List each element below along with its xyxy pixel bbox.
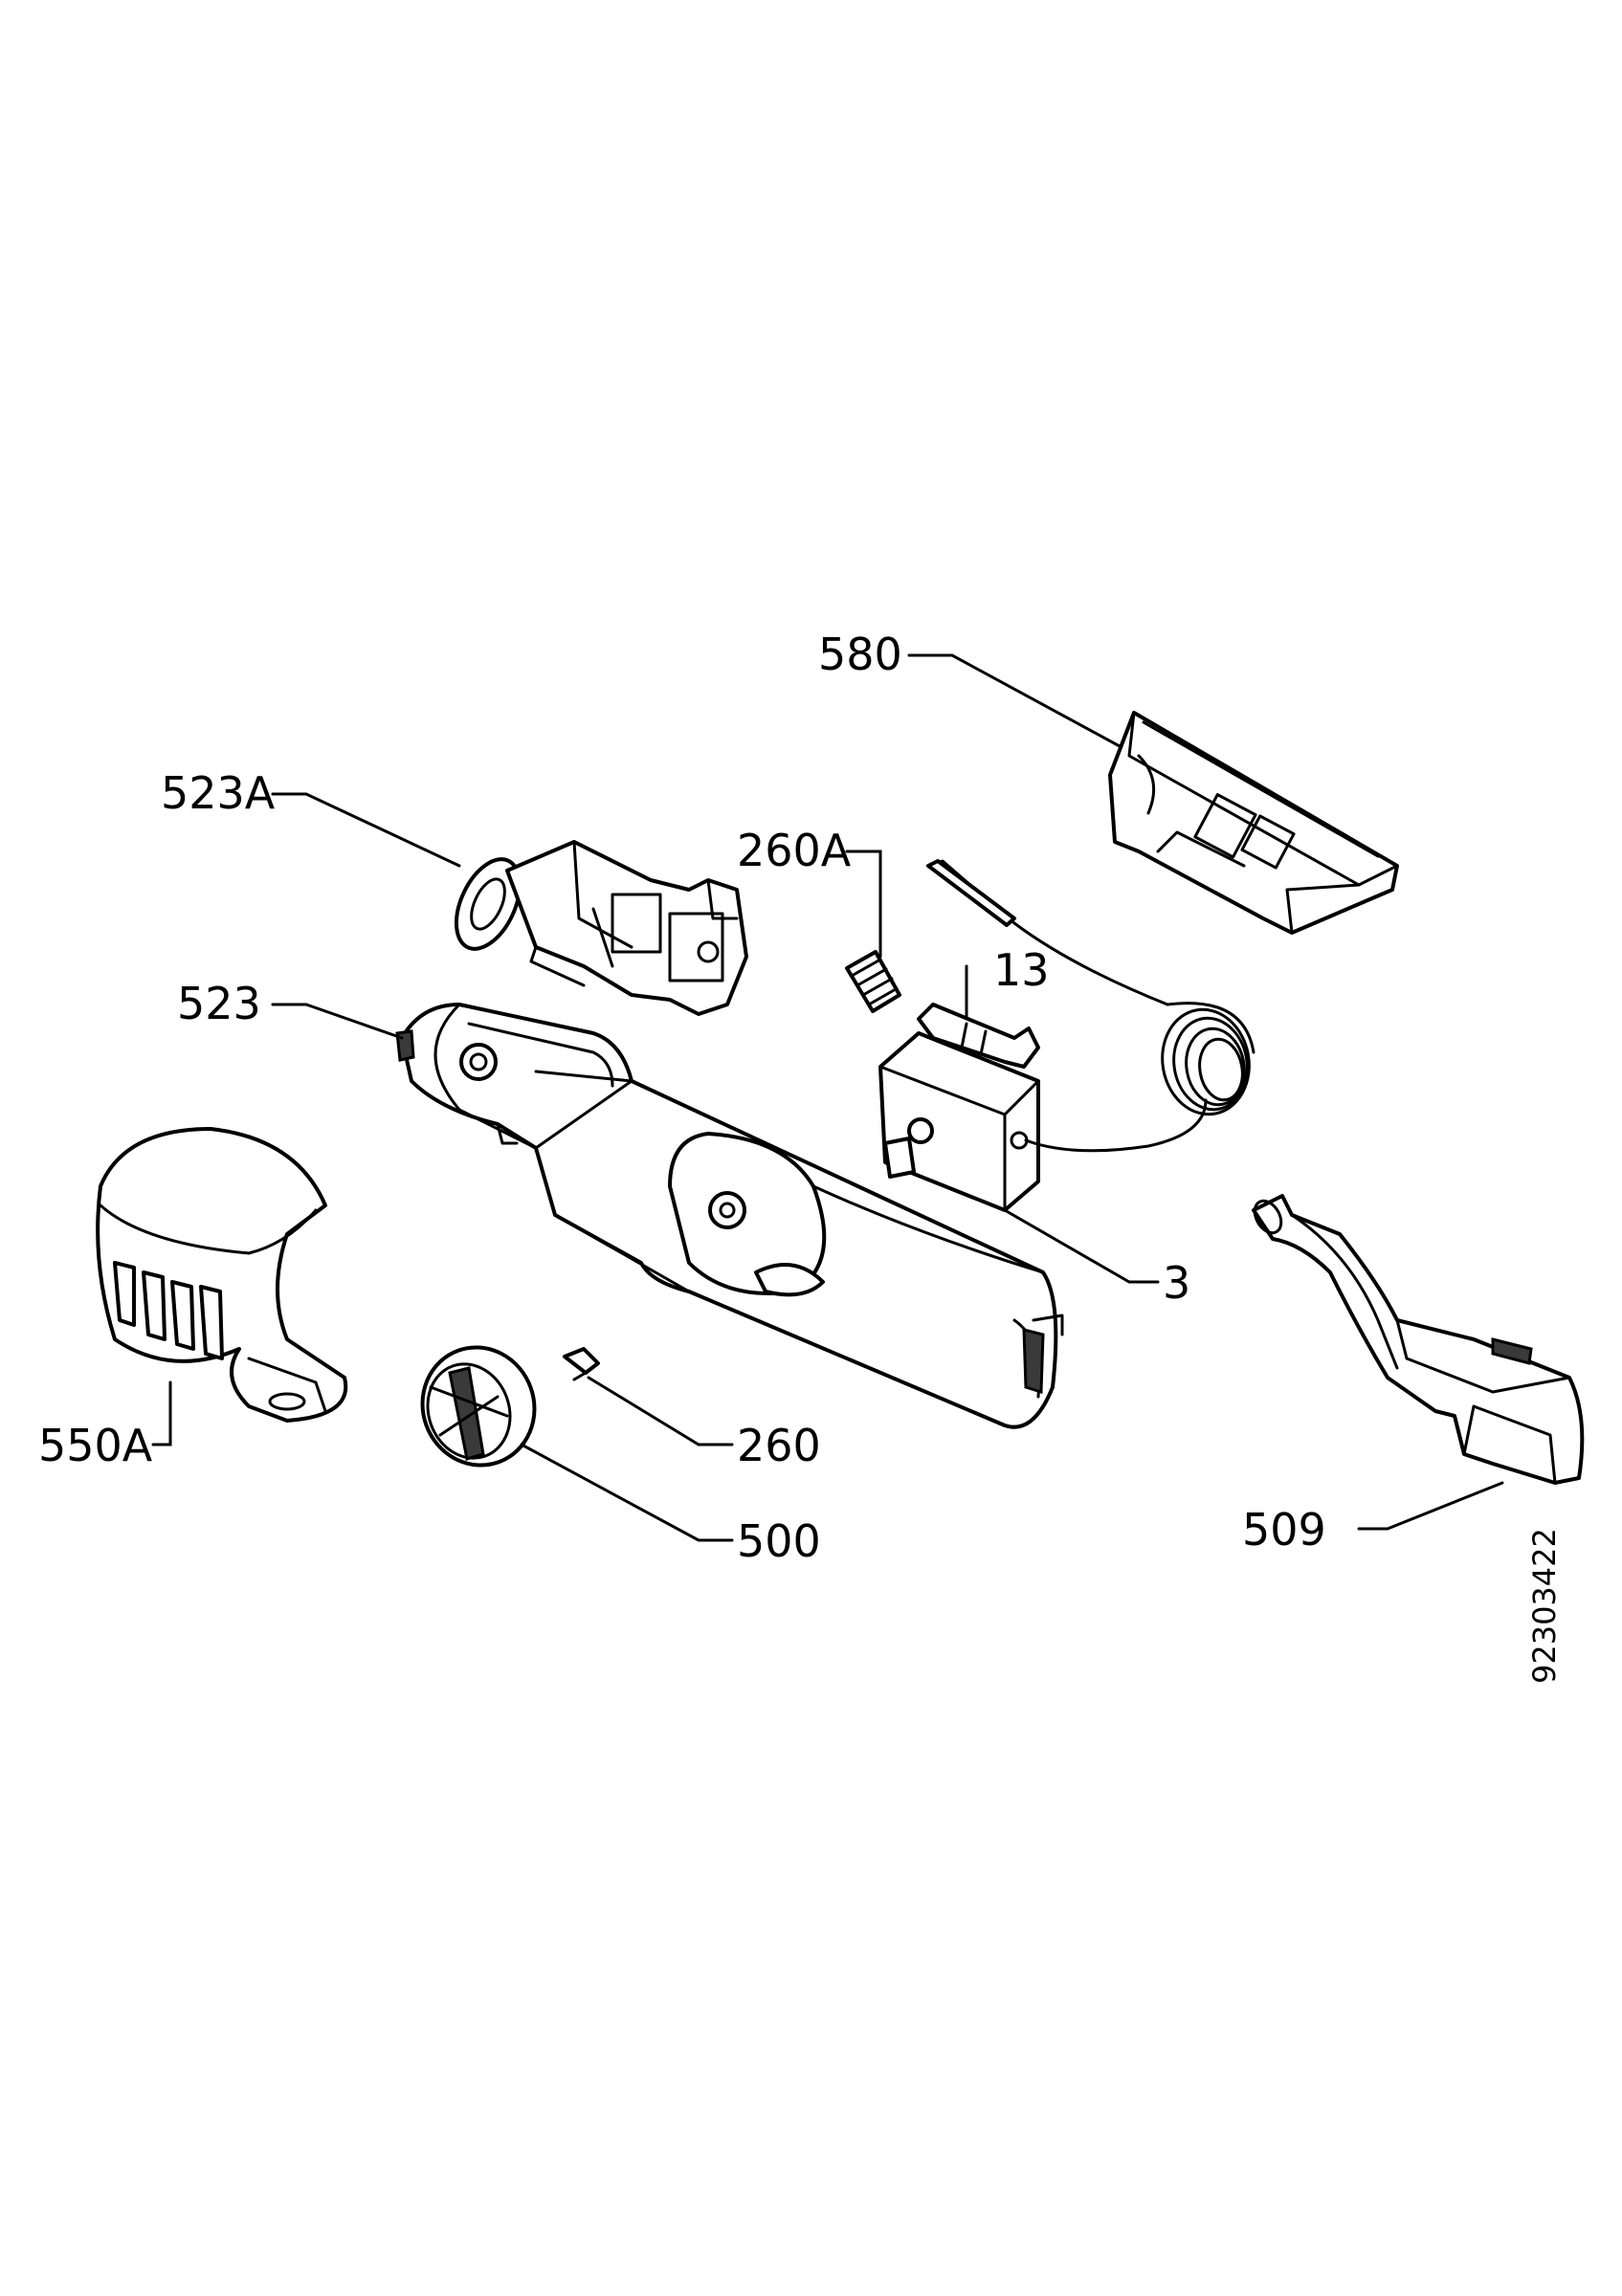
part-523-housing — [395, 1003, 1064, 1429]
callout-500: 500 — [737, 1515, 821, 1567]
callout-13: 13 — [993, 944, 1050, 996]
part-580-bracket — [1108, 711, 1399, 935]
leader-523a — [271, 792, 461, 868]
part-260-clip — [563, 1347, 600, 1381]
leader-500 — [520, 1443, 734, 1542]
part-260a-spring — [845, 950, 901, 1013]
callout-260: 260 — [737, 1420, 821, 1471]
callout-3: 3 — [1163, 1257, 1190, 1309]
leader-lines — [151, 653, 1504, 1542]
leader-580 — [907, 653, 1122, 748]
part-3-thermostat — [878, 859, 1255, 1212]
part-13-shaft — [917, 1003, 1040, 1069]
part-523a-switch-assembly — [454, 840, 748, 1016]
leader-3 — [1003, 1208, 1160, 1284]
leader-260 — [587, 1376, 734, 1446]
document-number: 92303422 — [1526, 1528, 1563, 1684]
part-550a-cover — [96, 1127, 348, 1423]
leader-509 — [1357, 1481, 1504, 1531]
part-509-lever — [1252, 1194, 1585, 1485]
callout-509: 509 — [1242, 1504, 1326, 1556]
leader-550a — [151, 1380, 172, 1446]
callout-labels: 580 523A 260A 13 523 3 550A 260 500 509 — [38, 629, 1326, 1567]
callout-580: 580 — [818, 629, 902, 680]
callout-523a: 523A — [161, 767, 276, 819]
leader-523 — [271, 1003, 404, 1040]
callout-523: 523 — [177, 978, 261, 1029]
part-500-knob — [420, 1345, 537, 1468]
callout-550a: 550A — [38, 1420, 153, 1471]
callout-260a: 260A — [737, 825, 852, 876]
leader-260a — [845, 850, 882, 959]
